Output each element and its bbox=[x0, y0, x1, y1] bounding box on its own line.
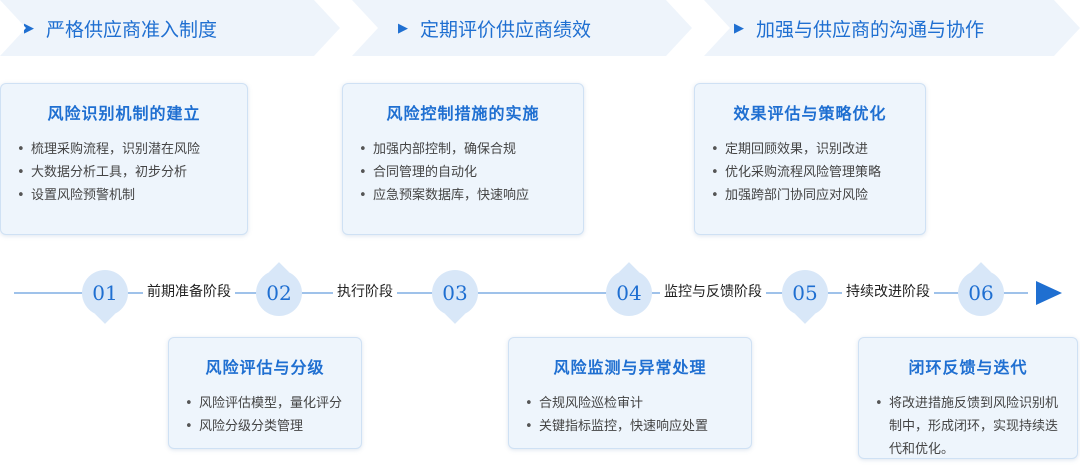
node-02: 02 bbox=[256, 262, 302, 316]
banner-performance-review: ▶ 定期评价供应商绩效 bbox=[352, 0, 692, 56]
list-item: 大数据分析工具，初步分析 bbox=[17, 161, 233, 184]
banner-entry-system: ▶ 严格供应商准入制度 bbox=[0, 0, 340, 56]
card-title: 闭环反馈与迭代 bbox=[908, 358, 1028, 377]
banner-communication: ▶ 加强与供应商的沟通与协作 bbox=[704, 0, 1080, 56]
triangle-right-icon: ▶ bbox=[734, 20, 744, 36]
card-title: 风险识别机制的建立 bbox=[47, 104, 201, 123]
list-item: 合同管理的自动化 bbox=[359, 161, 569, 184]
card-effect-evaluation: 效果评估与策略优化 定期回顾效果，识别改进 优化采购流程风险管理策略 加强跨部门… bbox=[694, 83, 926, 235]
arrow-right-icon bbox=[1036, 281, 1062, 305]
node-06: 06 bbox=[958, 262, 1004, 316]
node-number: 01 bbox=[92, 281, 118, 305]
card-closed-loop: 闭环反馈与迭代 将改进措施反馈到风险识别机制中，形成闭环，实现持续迭代和优化。 bbox=[858, 337, 1078, 459]
list-item: 应急预案数据库，快速响应 bbox=[359, 184, 569, 207]
node-number: 04 bbox=[616, 281, 642, 305]
banner-label: 严格供应商准入制度 bbox=[46, 18, 218, 41]
list-item: 定期回顾效果，识别改进 bbox=[711, 138, 911, 161]
stage-label-improvement: 持续改进阶段 bbox=[842, 282, 934, 302]
stage-label-execution: 执行阶段 bbox=[333, 282, 397, 302]
triangle-right-icon: ▶ bbox=[24, 20, 34, 36]
list-item: 将改进措施反馈到风险识别机制中，形成闭环，实现持续迭代和优化。 bbox=[875, 392, 1063, 461]
stage-label-monitoring: 监控与反馈阶段 bbox=[660, 282, 766, 302]
list-item: 设置风险预警机制 bbox=[17, 184, 233, 207]
list-item: 加强跨部门协同应对风险 bbox=[711, 184, 911, 207]
node-number: 03 bbox=[442, 281, 468, 305]
list-item: 优化采购流程风险管理策略 bbox=[711, 161, 911, 184]
triangle-right-icon: ▶ bbox=[398, 20, 408, 36]
list-item: 风险评估模型，量化评分 bbox=[185, 392, 347, 415]
card-risk-assessment: 风险评估与分级 风险评估模型，量化评分 风险分级分类管理 bbox=[168, 337, 362, 449]
node-number: 06 bbox=[968, 281, 994, 305]
banner-label: 定期评价供应商绩效 bbox=[420, 18, 592, 41]
card-title: 风险控制措施的实施 bbox=[386, 104, 540, 123]
banner-label: 加强与供应商的沟通与协作 bbox=[756, 18, 985, 41]
timeline-line bbox=[14, 292, 1028, 294]
node-05: 05 bbox=[782, 270, 828, 324]
list-item: 关键指标监控，快速响应处置 bbox=[525, 415, 737, 438]
card-title: 风险监测与异常处理 bbox=[553, 358, 707, 377]
stage-label-preparation: 前期准备阶段 bbox=[143, 282, 235, 302]
card-title: 效果评估与策略优化 bbox=[733, 104, 887, 123]
node-03: 03 bbox=[432, 270, 478, 324]
list-item: 合规风险巡检审计 bbox=[525, 392, 737, 415]
list-item: 梳理采购流程，识别潜在风险 bbox=[17, 138, 233, 161]
card-title: 风险评估与分级 bbox=[205, 358, 325, 377]
node-number: 05 bbox=[792, 281, 818, 305]
list-item: 风险分级分类管理 bbox=[185, 415, 347, 438]
node-04: 04 bbox=[606, 262, 652, 316]
card-risk-identification: 风险识别机制的建立 梳理采购流程，识别潜在风险 大数据分析工具，初步分析 设置风… bbox=[0, 83, 248, 235]
node-number: 02 bbox=[266, 281, 292, 305]
node-01: 01 bbox=[82, 270, 128, 324]
card-risk-monitoring: 风险监测与异常处理 合规风险巡检审计 关键指标监控，快速响应处置 bbox=[508, 337, 752, 449]
card-risk-control: 风险控制措施的实施 加强内部控制，确保合规 合同管理的自动化 应急预案数据库，快… bbox=[342, 83, 584, 235]
list-item: 加强内部控制，确保合规 bbox=[359, 138, 569, 161]
